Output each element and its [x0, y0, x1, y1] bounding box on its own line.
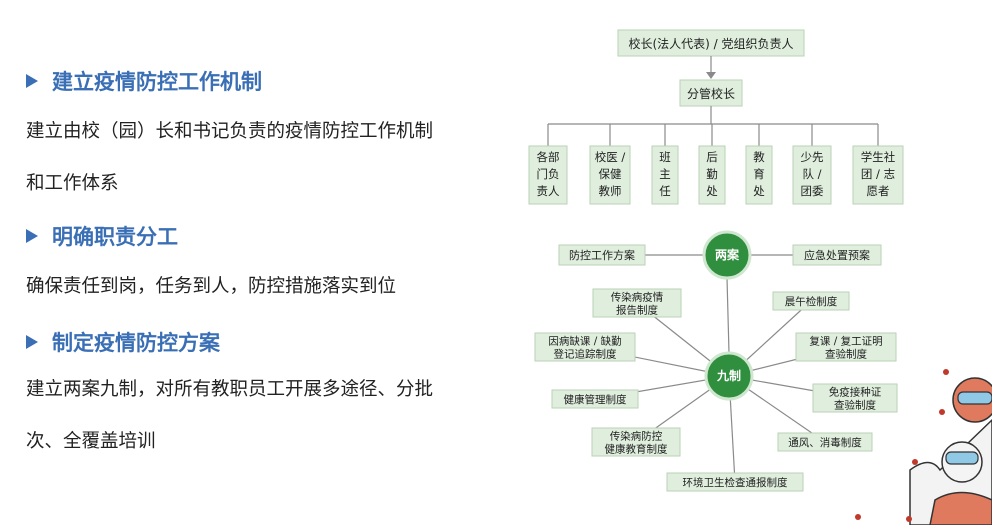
- body-line: 确保责任到岗，任务到人，防控措施落实到位: [26, 276, 397, 297]
- plan-label: 应急处置预案: [804, 248, 870, 262]
- org-top-box: [617, 29, 805, 57]
- org-unit-label: 主: [659, 167, 671, 181]
- section-body-3: 建立两案九制，对所有教职员工开展多途径、分批 次、全覆盖培训: [26, 364, 433, 468]
- system-label: 登记追踪制度: [554, 348, 617, 361]
- org-unit-label: 处: [753, 184, 765, 198]
- system-box: [812, 383, 898, 413]
- org-unit-box: [852, 145, 904, 205]
- system-label: 复课 / 复工证明: [809, 335, 882, 348]
- system-box: [666, 472, 804, 492]
- system-label: 晨午检制度: [785, 295, 838, 308]
- org-unit-box: [792, 145, 832, 205]
- org-unit-label: 门负: [537, 167, 560, 181]
- system-box: [772, 291, 850, 311]
- org-unit-box: [528, 145, 568, 205]
- org-unit-label: 团委: [801, 184, 824, 198]
- system-box: [534, 332, 636, 362]
- arrow-icon: [26, 74, 38, 88]
- org-unit-label: 队 /: [802, 167, 821, 181]
- org-top-label: 校长(法人代表) / 党组织负责人: [628, 36, 793, 51]
- org-unit-label: 班: [659, 150, 671, 164]
- org-unit-label: 团 / 志: [861, 167, 895, 181]
- plan-box: [558, 244, 646, 266]
- section-heading-1: 建立疫情防控工作机制: [26, 66, 262, 96]
- org-middle-label: 分管校长: [687, 86, 735, 101]
- section-body-1: 建立由校（园）长和书记负责的疫情防控工作机制 和工作体系: [26, 106, 433, 210]
- org-unit-label: 勤: [706, 167, 718, 181]
- org-middle-box: [679, 79, 743, 107]
- section-heading-text: 明确职责分工: [52, 225, 178, 249]
- system-box: [592, 288, 682, 318]
- system-label: 报告制度: [616, 304, 658, 317]
- org-unit-box: [589, 145, 631, 205]
- section-heading-text: 建立疫情防控工作机制: [52, 70, 262, 94]
- org-unit-label: 各部: [537, 150, 560, 164]
- org-unit-label: 教: [753, 150, 765, 164]
- body-line: 建立由校（园）长和书记负责的疫情防控工作机制: [26, 121, 434, 142]
- org-unit-label: 育: [753, 167, 765, 181]
- system-label: 通风、消毒制度: [788, 436, 862, 449]
- org-unit-label: 少先: [801, 150, 824, 164]
- section-heading-2: 明确职责分工: [26, 221, 178, 251]
- org-unit-box: [745, 145, 773, 205]
- org-unit-label: 后: [706, 150, 718, 164]
- plan-box: [792, 244, 882, 266]
- system-box: [795, 332, 897, 362]
- org-unit-label: 教师: [599, 184, 622, 198]
- body-line: 和工作体系: [26, 173, 119, 194]
- org-unit-label: 任: [659, 184, 671, 198]
- org-unit-label: 责人: [537, 184, 560, 198]
- system-label: 传染病疫情: [611, 291, 664, 304]
- body-line: 建立两案九制，对所有教职员工开展多途径、分批: [26, 379, 434, 400]
- org-unit-label: 愿者: [867, 184, 890, 198]
- arrow-icon: [26, 229, 38, 243]
- system-label: 查验制度: [834, 399, 876, 412]
- system-label: 因病缺课 / 缺勤: [548, 335, 621, 348]
- section-heading-3: 制定疫情防控方案: [26, 327, 220, 357]
- org-unit-label: 处: [706, 184, 718, 198]
- org-unit-label: 保健: [599, 167, 622, 181]
- connector: [726, 277, 730, 354]
- liangan-hub: [702, 230, 752, 280]
- org-unit-box: [698, 145, 726, 205]
- org-unit-box: [651, 145, 679, 205]
- system-box: [591, 427, 681, 457]
- system-label: 查验制度: [825, 348, 867, 361]
- org-unit-label: 校医 /: [595, 150, 626, 164]
- text-panel: 建立疫情防控工作机制 建立由校（园）长和书记负责的疫情防控工作机制 和工作体系 …: [26, 66, 433, 468]
- system-label: 健康管理制度: [564, 393, 627, 406]
- doctor-illustration: [855, 369, 992, 525]
- arrow-icon: [26, 335, 38, 349]
- section-heading-text: 制定疫情防控方案: [52, 331, 220, 355]
- arrow-down-icon: [706, 72, 716, 79]
- system-label: 传染病防控: [610, 430, 663, 443]
- system-box: [777, 432, 873, 452]
- jiuzhi-hub: [704, 351, 754, 401]
- system-label: 环境卫生检查通报制度: [683, 476, 788, 489]
- body-line: 次、全覆盖培训: [26, 431, 156, 452]
- section-body-2: 确保责任到岗，任务到人，防控措施落实到位: [26, 261, 396, 313]
- plan-label: 防控工作方案: [569, 248, 635, 262]
- org-unit-label: 学生社: [861, 150, 896, 164]
- system-label: 免疫接种证: [829, 386, 882, 399]
- system-label: 健康教育制度: [605, 443, 668, 456]
- jiuzhi-label: 九制: [716, 368, 741, 383]
- liangan-label: 两案: [715, 247, 740, 262]
- system-box: [551, 389, 639, 409]
